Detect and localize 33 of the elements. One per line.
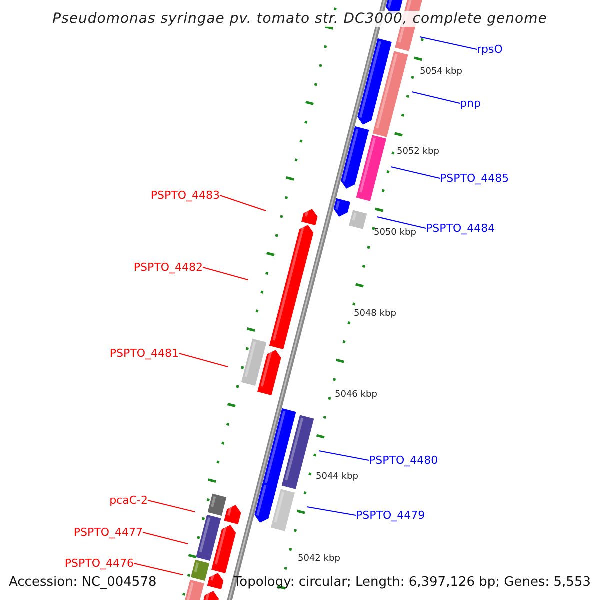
scale-label: 5054 kbp [420,68,462,77]
leader-line [202,267,248,280]
leader-line [306,506,356,516]
scale-label: 5052 kbp [397,148,440,157]
scale-label: 5050 kbp [374,229,416,238]
gene-label: PSPTO_4482 [134,262,203,273]
gene-label: PSPTO_4480 [369,455,438,466]
scale-label: 5042 kbp [298,555,340,564]
leader-line [420,36,478,50]
leader-line [178,353,228,368]
accession-text: Accession: NC_004578 [9,576,157,589]
scale-label: 5044 kbp [316,473,358,482]
gene-label: PSPTO_4479 [356,510,426,521]
scale-label: 5046 kbp [335,391,378,400]
leader-line [376,216,426,229]
gene-label: PSPTO_4476 [64,558,134,569]
leader-line [412,92,460,104]
leader-line [318,450,370,461]
leader-line [220,195,266,212]
gene-label: pnp [460,98,481,109]
gene-label: PSPTO_4483 [150,190,220,201]
gene-label: PSPTO_4481 [110,348,179,359]
leader-line [148,500,196,512]
gene-label: rpsO [477,44,503,55]
genome-info-text: Topology: circular; Length: 6,397,126 bp; Genes: 5,553 [234,576,591,589]
gene-label: PSPTO_4477 [74,527,143,538]
gene-label: PSPTO_4485 [440,173,510,184]
gene-label: pcaC-2 [110,495,148,506]
leader-line [390,166,440,179]
scale-label: 5048 kbp [354,310,396,319]
leader-line [134,563,184,576]
leader-line [142,532,188,544]
gene-label: PSPTO_4484 [426,223,496,234]
